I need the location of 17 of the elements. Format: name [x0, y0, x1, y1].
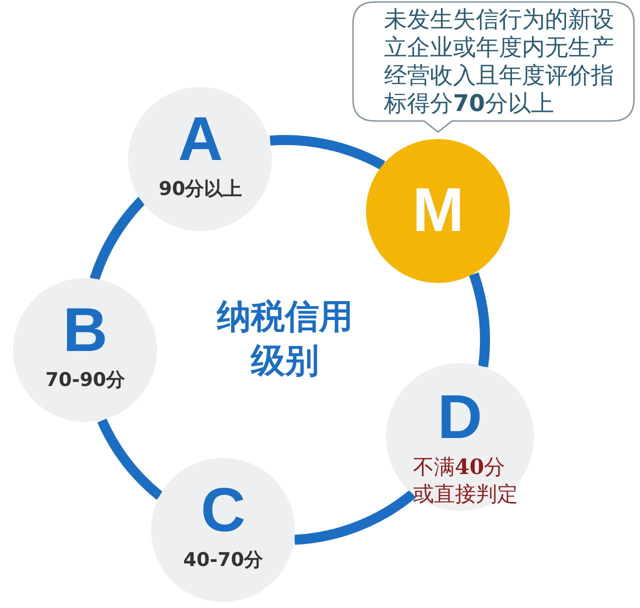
ring-arc [90, 197, 146, 281]
callout-text: 未发生失信行为的新设立企业或年度内无生产经营收入且年度评价指标得分70分以上 [384, 6, 615, 118]
grade-letter: B [62, 300, 109, 362]
center-title: 纳税信用级别 [216, 296, 354, 383]
ring-arc [97, 418, 164, 500]
condition-text: 不满40分或直接判定 [412, 452, 519, 508]
grade-letter: A [177, 108, 224, 171]
ring-arc [294, 490, 416, 545]
grade-letter: D [436, 386, 484, 449]
score-text: 40-70分 [182, 548, 264, 572]
ring-arc [469, 272, 490, 368]
ring-arc [270, 135, 385, 170]
callout-bubble [352, 1, 636, 134]
score-text: 70-90分 [44, 368, 126, 392]
score-text: 90分以上 [158, 176, 244, 201]
grade-letter: C [200, 480, 247, 542]
grade-letter: M [411, 180, 466, 242]
